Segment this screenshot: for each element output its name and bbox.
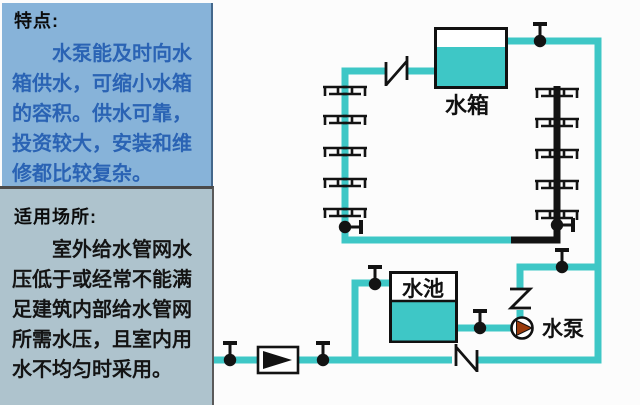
valve-icon [471, 309, 489, 337]
pipe-left-riser [341, 67, 515, 244]
usage-heading: 适用场所: [14, 207, 97, 227]
panel-text-line: 水泵能及时向水 [52, 43, 192, 65]
features-heading: 特点: [14, 11, 59, 31]
check-valve-icon [384, 56, 409, 86]
pipe-right-main [478, 37, 602, 364]
pipe-pool-inlet [351, 279, 391, 363]
valve-icon [221, 341, 239, 369]
pipe-black-riser [511, 86, 561, 244]
pump-icon [510, 316, 534, 340]
tank-label: 水箱 [445, 93, 489, 118]
valve-icon [336, 218, 363, 236]
water-meter-icon [256, 345, 300, 375]
valve-icon [531, 22, 549, 50]
panel-text-line: 室外给水管网水 [52, 239, 192, 261]
flexible-joint-icon [507, 287, 534, 310]
panel-text-line: 所需水压，且室内用 [12, 329, 192, 351]
features-panel: 特点: 水泵能及时向水 箱供水，可缩小水箱 的容积。供水可靠， 投资较大，安装和… [2, 3, 213, 186]
valve-icon [366, 265, 384, 293]
pool-label: 水池 [402, 278, 444, 301]
pipe-pump-discharge [516, 263, 599, 288]
panel-text-line: 足建筑内部给水管网 [12, 299, 192, 321]
usage-panel: 适用场所: 室外给水管网水 压低于或经常不能满 足建筑内部给水管网 所需水压，且… [0, 186, 214, 405]
valve-icon [314, 341, 332, 369]
panel-text-line: 压低于或经常不能满 [12, 269, 192, 291]
panel-text-line: 的容积。供水可靠， [12, 103, 192, 125]
panel-text-line: 箱供水，可缩小水箱 [12, 73, 192, 95]
panel-text-line: 投资较大，安装和维 [12, 133, 192, 155]
check-valve-icon [454, 344, 479, 372]
valve-icon [548, 216, 575, 234]
panel-text-line: 水不均匀时采用。 [12, 359, 172, 381]
pump-label: 水泵 [542, 318, 584, 341]
panel-text-line: 修都比较复杂。 [12, 163, 152, 185]
water-tank: 水箱 [434, 27, 508, 118]
water-pool: 水池 [389, 271, 458, 343]
valve-icon [553, 248, 571, 276]
